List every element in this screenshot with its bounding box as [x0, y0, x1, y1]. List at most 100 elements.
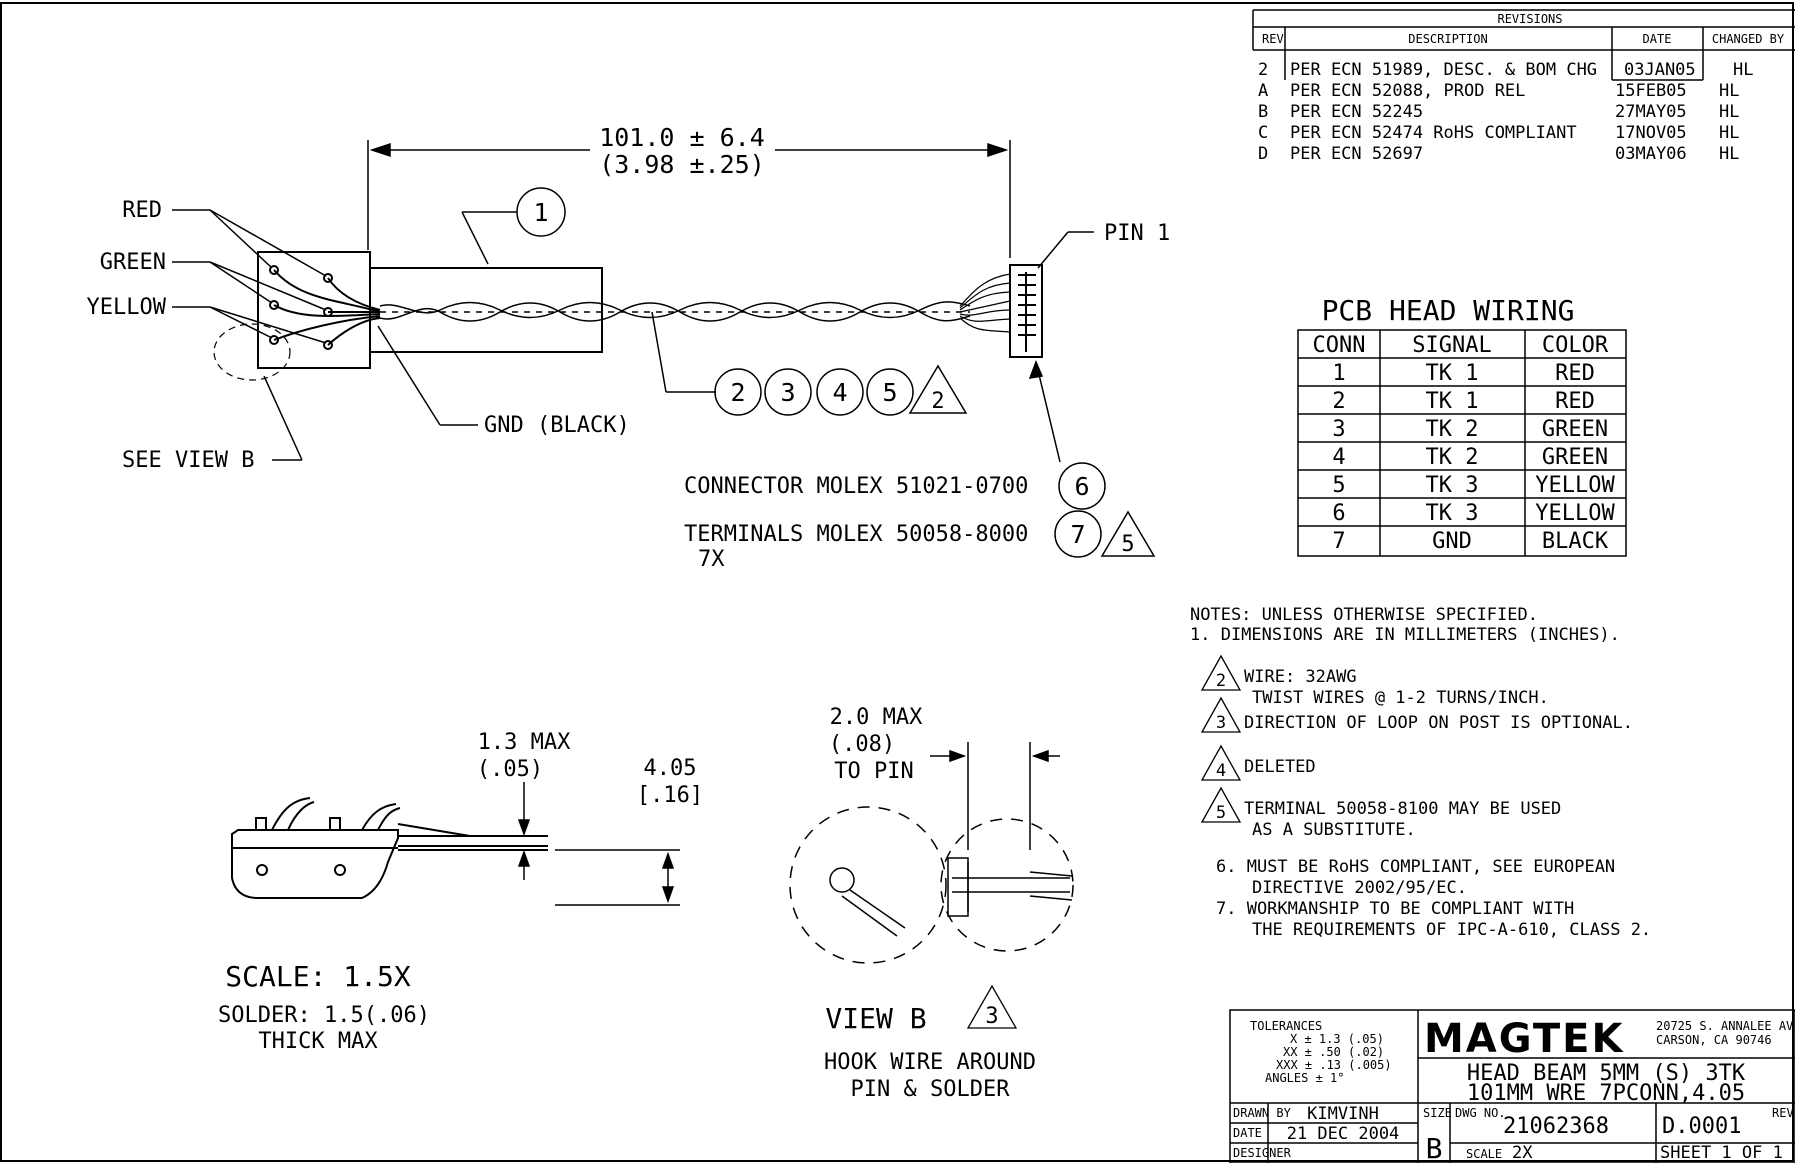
table-row: 7 GND BLACK: [1332, 529, 1608, 554]
terminals-balloon-number: 7: [1070, 520, 1085, 549]
pcb-cell-conn: 2: [1332, 389, 1345, 414]
rev-date: 15FEB05: [1615, 81, 1687, 101]
rev-code: D: [1258, 144, 1268, 164]
date-label: DATE: [1233, 1126, 1262, 1140]
rev-header-changed-by: CHANGED BY: [1712, 32, 1785, 46]
tolerance-angles: ANGLES ± 1°: [1265, 1071, 1344, 1085]
size-value: B: [1426, 1132, 1443, 1163]
pin1-leader: [1037, 231, 1094, 269]
note-4-tag: 4: [1216, 761, 1226, 781]
molex-connector: [1009, 264, 1043, 358]
connector-fanout-wires: [959, 273, 1011, 333]
pcb-cell-signal: TK 1: [1426, 361, 1479, 386]
note-2-line-b: TWIST WIRES @ 1-2 TURNS/INCH.: [1252, 688, 1549, 708]
view-b-drawing: [789, 742, 1074, 964]
terminals-note-flag: 5: [1121, 532, 1134, 557]
pcb-wiring-table: [1297, 329, 1627, 557]
side-dim-height-mm: 4.05: [644, 756, 697, 781]
note-2-line-a: WIRE: 32AWG: [1244, 667, 1357, 687]
note-1: 1. DIMENSIONS ARE IN MILLIMETERS (INCHES…: [1190, 625, 1620, 645]
revision-row: D PER ECN 52697 03MAY06 HL: [1258, 144, 1739, 164]
rev-code: B: [1258, 102, 1268, 122]
note-7-line-a: 7. WORKMANSHIP TO BE COMPLIANT WITH: [1216, 899, 1574, 919]
twisted-wire-bundle: [379, 301, 971, 322]
revision-row: 2 PER ECN 51989, DESC. & BOM CHG 03JAN05…: [1258, 60, 1753, 80]
revision-row: A PER ECN 52088, PROD REL 15FEB05 HL: [1258, 81, 1739, 101]
title-block: [1229, 1009, 1795, 1163]
table-row: 5 TK 3 YELLOW: [1332, 473, 1615, 498]
balloon-wire-number: 4: [832, 378, 847, 407]
pcb-cell-conn: 7: [1332, 529, 1345, 554]
view-b-note-flag: [966, 984, 1018, 1029]
pcb-cell-signal: TK 3: [1426, 473, 1479, 498]
rev-header-description: DESCRIPTION: [1408, 32, 1487, 46]
note-5-line-a: TERMINAL 50058-8100 MAY BE USED: [1244, 799, 1561, 819]
side-view-scale: SCALE: 1.5X: [225, 960, 411, 993]
pcb-cell-color: YELLOW: [1535, 473, 1615, 498]
side-dim-thickness-mm: 1.3 MAX: [478, 730, 571, 755]
pcb-cell-conn: 5: [1332, 473, 1345, 498]
tolerance-xx: XX ± .50 (.02): [1283, 1045, 1384, 1059]
pcb-cell-conn: 1: [1332, 361, 1345, 386]
balloon-1: [461, 187, 566, 265]
overall-length-dimension: [367, 140, 1011, 258]
revision-row: B PER ECN 52245 27MAY05 HL: [1258, 102, 1739, 122]
pcb-header-conn: CONN: [1313, 333, 1366, 358]
balloon-wire-number: 2: [730, 378, 745, 407]
note-3-tag: 3: [1216, 713, 1226, 733]
drawn-by-label: DRAWN BY: [1233, 1106, 1292, 1120]
pcb-cell-color: RED: [1555, 361, 1595, 386]
pcb-cell-signal: TK 2: [1426, 417, 1479, 442]
scale-label: SCALE: [1466, 1147, 1502, 1161]
wire-label-yellow: YELLOW: [87, 295, 167, 320]
rev-description: PER ECN 52245: [1290, 102, 1423, 122]
rev-code: C: [1258, 123, 1268, 143]
gnd-leader: [377, 325, 478, 426]
view-b-dim-mm: 2.0 MAX: [830, 705, 923, 730]
rev-label: REV: [1772, 1106, 1794, 1120]
rev-date: 17NOV05: [1615, 123, 1687, 143]
table-row: 1 TK 1 RED: [1332, 361, 1595, 386]
wire-label-red: RED: [122, 198, 162, 223]
view-b-caption-line-a: HOOK WIRE AROUND: [824, 1050, 1036, 1075]
balloon-wire-number: 5: [882, 378, 897, 407]
pin1-label: PIN 1: [1104, 221, 1170, 246]
note-5-flag: [1200, 786, 1242, 823]
table-row: 2 TK 1 RED: [1332, 389, 1595, 414]
revisions-title: REVISIONS: [1497, 12, 1562, 26]
revision-row: C PER ECN 52474 RoHS COMPLIANT 17NOV05 H…: [1258, 123, 1739, 143]
pcb-table-title: PCB HEAD WIRING: [1322, 294, 1575, 327]
rev-code: A: [1258, 81, 1268, 101]
rev-changed-by: HL: [1719, 123, 1739, 143]
side-view-drawing: [231, 797, 548, 899]
solder-thickness: THICK MAX: [258, 1029, 378, 1054]
note-6-line-b: DIRECTIVE 2002/95/EC.: [1252, 878, 1467, 898]
drawn-by-value: KIMVINH: [1307, 1104, 1379, 1124]
wire-balloons: [651, 311, 968, 416]
color-leader-lines: [172, 209, 327, 344]
part-description-line-b: 101MM WRE 7PCONN,4.05: [1467, 1081, 1745, 1106]
solder-spec: SOLDER: 1.5(.06): [218, 1003, 430, 1028]
pcb-cell-conn: 3: [1332, 417, 1345, 442]
dwg-no-label: DWG NO.: [1455, 1106, 1506, 1120]
date-value: 21 DEC 2004: [1287, 1124, 1400, 1144]
table-row: 3 TK 2 GREEN: [1332, 417, 1608, 442]
company-address-line-b: CARSON, CA 90746: [1656, 1033, 1772, 1047]
pcb-cell-signal: TK 2: [1426, 445, 1479, 470]
view-b-dim-in: (.08): [829, 732, 895, 757]
note-5-tag: 5: [1216, 803, 1226, 823]
view-b-title: VIEW B: [825, 1002, 926, 1035]
note-2-flag: [1200, 654, 1242, 691]
size-label: SIZE: [1423, 1106, 1452, 1120]
sheet-value: SHEET 1 OF 1: [1660, 1143, 1783, 1163]
wire-note-flag: 2: [931, 389, 944, 414]
pcb-cell-conn: 4: [1332, 445, 1345, 470]
pcb-cell-signal: TK 3: [1426, 501, 1479, 526]
rev-description: PER ECN 52088, PROD REL: [1290, 81, 1525, 101]
rev-changed-by: HL: [1733, 60, 1753, 80]
view-b-dim-to-pin: TO PIN: [834, 759, 913, 784]
see-view-leader: [263, 375, 303, 461]
side-dim-height-in: [.16]: [637, 783, 703, 808]
rev-header-date: DATE: [1643, 32, 1672, 46]
